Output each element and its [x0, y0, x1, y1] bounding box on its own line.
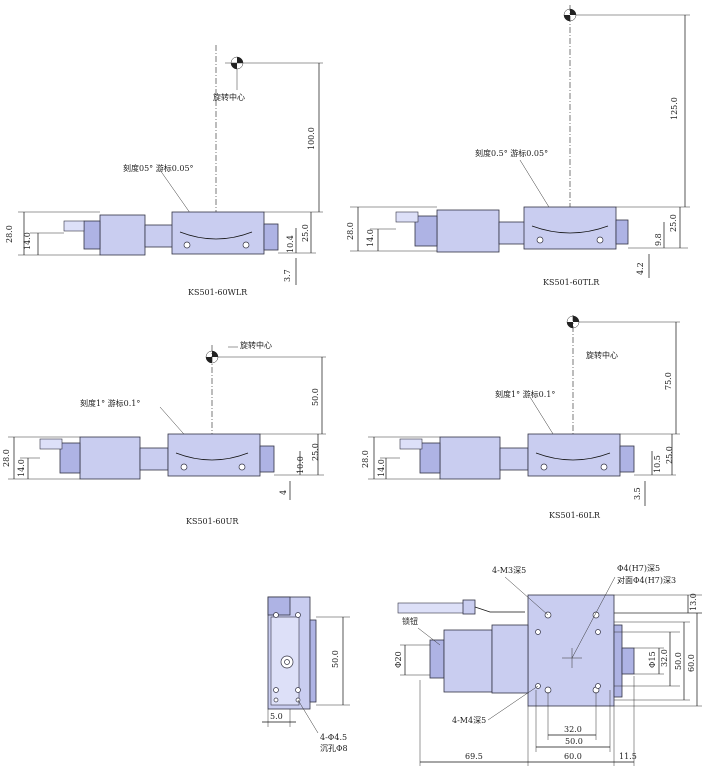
dim-radius: 50.0 — [311, 388, 320, 406]
dim-height: 50.0 — [331, 650, 340, 668]
dim-h3: 25.0 — [301, 224, 310, 242]
dim-h5: 3.7 — [283, 269, 292, 282]
dim-h2: 14.0 — [366, 229, 375, 247]
dim-h32: 32.0 — [564, 725, 582, 734]
dim-v32: 32.0 — [660, 649, 669, 667]
dim-h1: 28.0 — [361, 450, 370, 468]
dim-d20: Φ20 — [394, 651, 403, 668]
dim-w695: 69.5 — [465, 752, 483, 761]
dim-top13: 13.0 — [689, 593, 698, 611]
top-view: 4-M3深5 Φ4(H7)深5 对面Φ4(H7)深3 锁钮 4-M4深5 Φ20… — [394, 564, 702, 766]
dim-h3: 25.0 — [669, 214, 678, 232]
dim-v50: 50.0 — [674, 652, 683, 670]
dim-h1: 28.0 — [346, 222, 355, 240]
model-caption: KS501-60UR — [186, 517, 239, 526]
dim-h4: 10.0 — [296, 456, 305, 474]
dim-radius: 125.0 — [670, 97, 679, 120]
note-m4: 4-M4深5 — [452, 716, 486, 725]
dim-h3: 25.0 — [665, 446, 674, 464]
rotation-center-label: 旋转中心 — [240, 340, 272, 350]
dim-h4: 10.4 — [286, 235, 295, 253]
side-view: 50.0 5.0 4-Φ4.5 沉孔Φ8 — [262, 596, 350, 753]
dim-h1: 28.0 — [5, 225, 14, 243]
dim-h5: 4 — [279, 490, 288, 495]
view-ks501-60ur: 旋转中心 刻度1° 游标0.1° 28.0 14.0 50.0 25.0 10.… — [2, 340, 326, 526]
dim-radius: 100.0 — [307, 127, 316, 150]
dim-h5: 3.5 — [633, 487, 642, 500]
note-knob: 锁钮 — [402, 616, 418, 626]
scale-label: 刻度1° 游标0.1° — [495, 389, 555, 399]
rotation-center-label: 旋转中心 — [213, 92, 245, 102]
note-pin2: 对面Φ4(H7)深3 — [617, 575, 676, 585]
scale-label: 刻度0.5° 游标0.05° — [475, 148, 548, 158]
model-caption: KS501-60LR — [549, 511, 601, 520]
dim-offset: 5.0 — [270, 712, 283, 721]
dim-h2: 14.0 — [17, 459, 26, 477]
hole-note-2: 沉孔Φ8 — [320, 744, 348, 753]
view-ks501-60lr: 旋转中心 刻度1° 游标0.1° 28.0 14.0 75.0 25.0 10.… — [361, 315, 680, 520]
dim-w60: 60.0 — [564, 752, 582, 761]
dim-h1: 28.0 — [2, 449, 11, 467]
scale-label: 刻度05° 游标0.05° — [123, 163, 194, 173]
dim-h2: 14.0 — [23, 232, 32, 250]
note-m3: 4-M3深5 — [492, 566, 526, 575]
dim-w115: 11.5 — [619, 752, 637, 761]
note-pin1: Φ4(H7)深5 — [617, 564, 660, 573]
hole-note-1: 4-Φ4.5 — [320, 733, 347, 742]
dim-h3: 25.0 — [311, 443, 320, 461]
dim-v60: 60.0 — [687, 654, 696, 672]
rotation-center-label: 旋转中心 — [586, 350, 618, 360]
dim-h5: 4.2 — [636, 262, 645, 275]
dim-h50: 50.0 — [565, 737, 583, 746]
dim-d15: Φ15 — [648, 651, 657, 668]
dim-radius: 75.0 — [664, 372, 673, 390]
view-ks501-60wlr: 旋转中心 刻度05° 游标0.05° 28.0 14.0 100.0 25.0 … — [5, 45, 323, 297]
model-caption: KS501-60TLR — [543, 278, 600, 287]
dim-h2: 14.0 — [377, 459, 386, 477]
model-caption: KS501-60WLR — [188, 288, 248, 297]
dim-h4: 9.8 — [654, 233, 663, 246]
scale-label: 刻度1° 游标0.1° — [80, 398, 140, 408]
view-ks501-60tlr: 刻度0.5° 游标0.05° 28.0 14.0 125.0 25.0 9.8 … — [346, 5, 690, 287]
dim-h4: 10.5 — [653, 455, 662, 473]
